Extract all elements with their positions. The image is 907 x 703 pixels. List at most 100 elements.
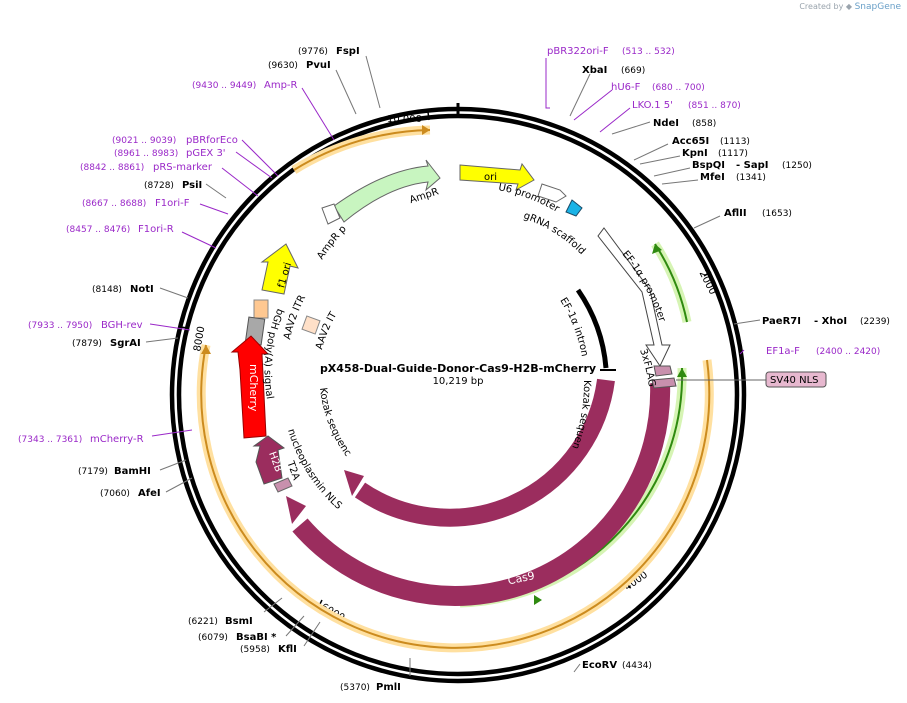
primer-name-mcherry-r: mCherry-R [90,434,144,445]
primer-range-pbr322ori-f: (513 .. 532) [622,47,675,57]
plasmid-size: 10,219 bp [433,376,484,387]
enzyme-name-paer7i: PaeR7I [762,316,801,327]
enzyme-name-ecorv: EcoRV [582,660,617,671]
ori-arc-arrowhead [422,125,430,135]
enzyme-name-acc65i: Acc65I [672,136,709,147]
primer-range-pgex3: (8961 .. 8983) [114,149,178,159]
plasmid-name: pX458-Dual-Guide-Donor-Cas9-H2B-mCherry [320,362,596,375]
leader-bsmi [263,597,283,613]
leader-afei [165,477,193,493]
primer-range-lko1: (851 .. 870) [688,101,741,111]
primer-leader-lines [149,58,745,437]
leader-bgh-rev [149,323,191,331]
enzyme-pos-paer7i: (2239) [860,317,890,327]
leader-f1ori-f [199,203,229,215]
cas9-inner-band [354,378,615,527]
leader-ecorv [573,663,581,673]
leader-mcherry-r [151,429,193,437]
tick-mark-10000 [427,111,430,121]
snapgene-logo-icon: ◆ [845,2,853,11]
enzyme-pos-ecorv: (4434) [622,661,652,671]
enzyme-name-bsmi: BsmI [225,616,253,627]
enzyme-name-mfei: MfeI [700,172,725,183]
leader-hu6-f [573,89,613,121]
leader-mfei [661,179,699,185]
sv40-nls-label: SV40 NLS [770,375,819,386]
tick-label-10000: 10,000 [387,114,422,125]
primer-range-pbrforeco: (9021 .. 9039) [112,136,176,146]
enzyme-name-fspi: FspI [336,46,360,57]
enzyme-pos-noti: (8148) [92,285,122,295]
leader-pbr322ori-f [545,58,550,109]
cas9-inner-label: Cas9 [491,517,520,536]
enzyme-name-bamhi: BamHI [114,466,151,477]
credit-brand: SnapGene [854,2,901,12]
enzyme-leader-lines [145,55,761,676]
flag-feature [653,365,673,377]
primer-name-prs-marker: pRS-marker [153,162,213,173]
mcherry-feature-label: mCherry [247,364,260,412]
credit-prefix: Created by [799,2,844,11]
ori-arc [293,129,431,171]
primer-name-hu6-f: hU6-F [611,82,641,93]
ef1a-intron-arc [575,288,609,369]
kozak-label-2: Kozak sequence [0,0,353,459]
leader-paer7i [733,319,761,325]
primer-name-ef1a-f: EF1a-F [766,346,800,357]
primer-name-f1ori-r: F1ori-R [138,224,174,235]
ampr-feature-label: AmpR [408,186,440,206]
primer-range-hu6-f: (680 .. 700) [652,83,705,93]
enzyme-name-xbai: XbaI [582,65,607,76]
enzyme-pos-bsabi: (6079) [198,633,228,643]
enzyme-name-kpni: KpnI [682,148,708,159]
leader-pbrforeco [241,139,279,177]
leader-amp-r [301,87,335,141]
enzyme-pos-fspi: (9776) [298,47,328,57]
primer-name-amp-r: Amp-R [264,80,298,91]
enzyme-name-afei: AfeI [138,488,161,499]
leader-fspi [365,55,381,109]
u6-promoter-arrow [537,183,567,203]
leader-bsabi [285,615,305,637]
primer-range-bgh-rev: (7933 .. 7950) [28,321,92,331]
enzyme-name-aflii: AflII [724,208,747,219]
leader-bspqi [653,167,691,177]
green-arc-lower-arrowhead-top [677,368,687,377]
primer-name-bgh-rev: BGH-rev [101,320,143,331]
f1-ori-arrow [260,243,299,295]
ori-feature-arrow [459,162,535,192]
enzyme-extra-sapi: - SapI [736,160,768,171]
orange-arc-arrowhead [201,345,211,354]
leader-kfli [303,621,321,647]
enzyme-extra-xhoi: - XhoI [814,316,847,327]
enzyme-name-bsabi: BsaBI * [236,632,277,643]
primer-name-lko1: LKO.1 5' [632,100,673,111]
enzyme-pos-bamhi: (7179) [78,467,108,477]
leader-noti [159,287,189,299]
t2a-feature [273,477,293,493]
primer-range-prs-marker: (8842 .. 8861) [80,163,144,173]
tick-mark-2000 [703,271,712,277]
enzyme-pos-pmli: (5370) [340,683,370,693]
aav2-itr-label-1: AAV2 ITR [282,293,308,340]
sv40-nls-feature [651,377,677,389]
leader-pgex3 [235,151,273,179]
cas9-inner-arrowhead [344,470,364,496]
enzyme-name-pmli: PmlI [376,682,401,693]
primer-range-mcherry-r: (7343 .. 7361) [18,435,82,445]
leader-acc65i [633,143,669,161]
leader-bamhi [159,459,187,471]
enzyme-name-bspqi: BspQI [692,160,725,171]
sv40-nls-box [765,371,827,388]
primer-name-pbrforeco: pBRforEco [186,135,238,146]
enzyme-pos-afei: (7060) [100,489,130,499]
cas9-outer-arrowhead [286,496,306,524]
leader-lko1 [599,107,631,133]
cas9-outer-label: Cas9 [507,569,536,587]
leader-ef1a-f [739,349,745,355]
green-arc-upper-arrowhead [652,244,662,254]
enzyme-pos-xbai: (669) [621,66,645,76]
enzyme-pos-kpni: (1117) [718,149,748,159]
primer-name-pgex3: pGEX 3' [186,148,226,159]
leader-f1ori-r [181,231,217,249]
